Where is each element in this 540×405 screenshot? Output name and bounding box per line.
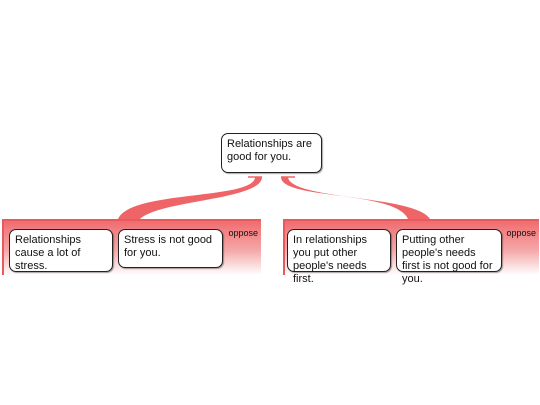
premise-box-right-1[interactable]: In relationships you put other people's … bbox=[287, 229, 391, 285]
group-label-right: oppose bbox=[506, 228, 536, 238]
claim-text: Relationships are good for you. bbox=[227, 138, 312, 163]
premise-box-right-2[interactable]: Putting other people's needs first is no… bbox=[396, 229, 502, 285]
group-label-left: oppose bbox=[228, 228, 258, 238]
premise-text: Stress is not good for you. bbox=[124, 234, 213, 259]
connector-right bbox=[281, 177, 430, 219]
premise-box-left-1[interactable]: Relationships cause a lot of stress. bbox=[9, 229, 113, 272]
connector-left bbox=[118, 177, 262, 219]
premise-box-left-2[interactable]: Stress is not good for you. bbox=[118, 229, 223, 268]
claim-box[interactable]: Relationships are good for you. bbox=[221, 133, 322, 173]
premise-text: In relationships you put other people's … bbox=[293, 234, 367, 285]
premise-text: Putting other people's needs first is no… bbox=[402, 234, 493, 285]
premise-text: Relationships cause a lot of stress. bbox=[15, 234, 82, 272]
